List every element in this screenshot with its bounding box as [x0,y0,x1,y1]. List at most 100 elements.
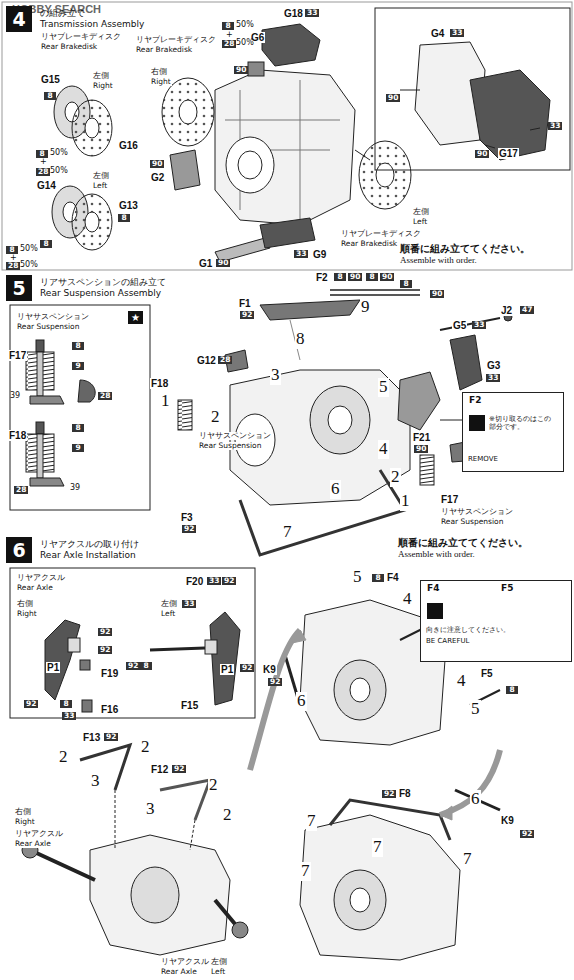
material-code: 33 [294,250,308,258]
label-text: 左側 [210,958,228,966]
label-text: Left [92,182,108,190]
label-text: 左側 [412,208,430,216]
step-number: 6 [330,480,341,499]
material-code: 33 [62,712,76,720]
label-text: Right [150,78,172,86]
label-text: Rear Axle [14,840,52,848]
part-name: F12 [150,764,169,775]
label-text: 50% [20,261,38,270]
part-name: G15 [40,74,61,85]
part-name: F20 [185,576,204,587]
part-name: F4 [386,572,400,583]
material-code: 92 [98,646,112,654]
step-number: 4 [6,6,32,32]
material-code: 8 [372,574,384,582]
part-name: G14 [36,180,57,191]
note-text: リヤアクスルの取り付け [40,538,139,551]
material-code: 8 [36,150,48,158]
part-name: K9 [500,815,515,826]
step-number: 3 [145,800,156,819]
label-text: + [226,31,233,40]
label-text: Rear Brakedisk [340,240,398,248]
step-number: 7 [372,838,383,857]
label-text: リヤアクスル [16,574,66,582]
material-code: 90 [150,160,164,168]
material-code: 8 [140,662,152,670]
step-number: 5 [470,700,481,719]
step-number: 5 [378,378,389,397]
material-code: 92 [98,628,112,636]
step-header: 4 の組み立てTransmission Assembly [6,6,206,34]
step-number: 1 [400,492,411,511]
label-text: リヤブレーキディスク [135,36,217,44]
material-code: 28 [222,40,236,48]
note-text: Rear Axle Installation [40,550,136,560]
material-code: 28 [98,392,112,400]
step-header: 5リアサスペンションの組み立てRear Suspension Assembly [6,275,226,303]
label-text: 50% [50,149,68,158]
step-number: 2 [140,738,151,757]
part-name: F18 [150,378,169,389]
part-name: F13 [82,732,101,743]
note-text: Rear Suspension Assembly [40,288,161,298]
label-text: 順番に組み立ててください。 [400,243,530,254]
material-code: 8 [72,424,84,432]
material-code: 92 [240,664,254,672]
material-code: 90 [216,259,230,267]
note-text: の組み立て [40,7,85,20]
label-text: Left [412,218,428,226]
step-number: 1 [160,392,171,411]
material-code: 28 [218,356,232,364]
material-code: 92 [222,577,236,585]
step-number: 2 [58,748,69,767]
part-name: F5 [480,668,494,679]
part-name: G5 [452,320,467,331]
material-code: 28 [6,262,20,270]
part-name: G16 [118,140,139,151]
part-name: F8 [398,788,412,799]
note-text: F2 [469,395,481,405]
note-box: F2※切り取るのはこの部分です。REMOVE [462,392,564,472]
part-name: G4 [430,28,445,39]
label-text: Assemble with order. [400,256,477,266]
label-text: Rear Axle [160,968,198,976]
material-code: 8 [118,214,130,222]
part-name: P1 [220,664,234,675]
material-code: 90 [348,273,362,281]
label-text: 50% [236,39,254,48]
label-text: Rear Suspension [440,518,504,526]
step-number: 6 [470,790,481,809]
material-code: 90 [430,290,444,298]
material-code: 8 [366,273,378,281]
note-text: BE CAREFUL [426,637,469,645]
part-name: F19 [100,668,119,679]
part-name: G9 [312,249,327,260]
step-number: 8 [295,330,306,349]
material-code: 9 [72,362,84,370]
part-name: G13 [118,200,139,211]
material-code: 28 [14,486,28,494]
label-text: リヤブレーキディスク [340,230,422,238]
label-text: Right [14,818,36,826]
material-code: 9 [72,444,84,452]
label-text: 50% [50,167,68,176]
material-code: 92 [182,525,196,533]
note-text: REMOVE [468,455,498,463]
part-name: J2 [500,305,513,316]
material-code: 8 [72,342,84,350]
material-code: 8 [6,246,18,254]
tool-icon [427,603,443,619]
material-code: 33 [450,29,464,37]
material-code: 92 [126,662,140,670]
step-number: 5 [352,568,363,587]
note-text: Transmission Assembly [40,19,144,29]
label-text: 39 [10,392,20,401]
part-name: F2 [315,272,329,283]
note-text: F4 [427,583,439,593]
label-text: Rear Brakedisk [135,46,193,54]
note-text: F5 [501,583,513,593]
step-number: 9 [360,298,371,317]
material-code: 33 [486,374,500,382]
